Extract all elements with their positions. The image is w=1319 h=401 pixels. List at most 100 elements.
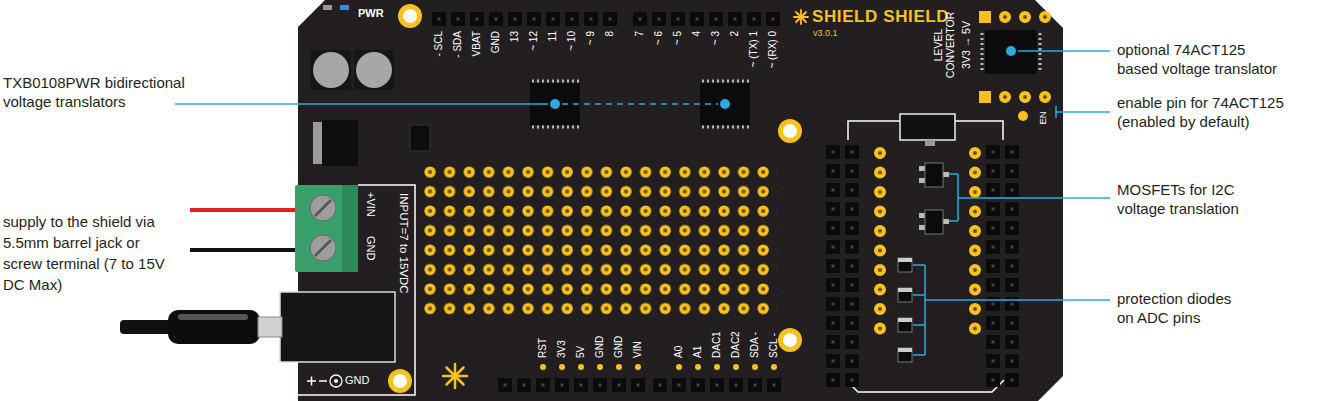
pin-pads — [1005, 91, 1046, 103]
screw-slot — [315, 200, 331, 216]
pad-holes — [878, 153, 882, 337]
pad-holes — [1005, 95, 1046, 99]
pin-label: ~ 6 — [653, 31, 665, 93]
black-wire — [190, 248, 296, 252]
pin-label: 13 — [509, 31, 521, 93]
screw-terminal — [295, 185, 358, 272]
logo-star — [443, 364, 467, 388]
terminal-label: GND — [364, 236, 377, 272]
leader-line — [1056, 111, 1110, 113]
callout-text: MOSFETs for I2C voltage translation — [1117, 180, 1267, 218]
pin-label: EN — [1037, 107, 1048, 129]
pin-label: 7 — [634, 31, 646, 93]
pad-holes — [1005, 15, 1046, 19]
component — [410, 125, 430, 151]
pin-pads — [969, 153, 981, 337]
leader-dot — [720, 99, 730, 109]
power-cable — [120, 320, 174, 334]
mosfet-pin — [919, 178, 925, 183]
barrel-jack — [280, 292, 395, 362]
pin-pads — [1005, 11, 1046, 23]
mosfet — [925, 210, 943, 234]
leader-line — [925, 299, 1110, 301]
enable-pad — [1018, 111, 1028, 121]
diode-band — [898, 348, 912, 352]
terminal-label: +VIN — [364, 192, 377, 234]
resistor-tab — [925, 140, 935, 146]
diode — [898, 258, 912, 272]
mounting-hole-drill — [783, 333, 797, 347]
pin-holes — [851, 151, 854, 393]
pin-holes — [504, 384, 651, 387]
polarity-label: GND — [345, 374, 385, 387]
plug-sleeve — [258, 317, 282, 337]
logo-star — [794, 10, 808, 24]
red-wire — [190, 208, 296, 212]
pin-pads — [679, 364, 776, 370]
pin-label: ~ 5 — [672, 31, 684, 93]
plug-highlight — [178, 314, 248, 320]
mounting-hole — [778, 119, 802, 143]
leader-lines — [175, 51, 1110, 355]
diode-band — [898, 288, 912, 292]
pin-holes — [832, 151, 835, 393]
input-rating: INPUT=7 to 15VDC — [397, 193, 411, 343]
mounting-hole-drill — [403, 9, 417, 23]
callout-text: TXB0108PWR bidirectional voltage transla… — [3, 73, 218, 111]
pin-pads — [874, 153, 886, 337]
leader-line — [913, 324, 925, 326]
pin-label: ~ (TX) 1 — [748, 31, 760, 93]
chip-pins — [702, 80, 749, 83]
leader-line — [924, 265, 926, 355]
pin-holes — [1011, 151, 1014, 393]
diode-band — [898, 318, 912, 322]
pin-label: GND — [594, 310, 606, 358]
leader-dot — [1006, 46, 1016, 56]
pin-label: - SDA — [452, 31, 464, 93]
callout-text: supply to the shield via 5.5mm barrel ja… — [3, 211, 179, 295]
capacitor-base — [311, 50, 351, 90]
regulator — [322, 120, 358, 166]
pin-label: A0 — [673, 310, 685, 358]
chip-pins — [981, 33, 984, 73]
pin-label: RST — [537, 310, 549, 358]
pin-label: A1 — [692, 310, 704, 358]
pin-holes — [992, 151, 995, 393]
polarity-plus — [311, 377, 313, 386]
pin-label: 5V — [575, 310, 587, 358]
capacitor — [356, 52, 392, 88]
square-pad — [979, 11, 991, 23]
mounting-hole — [388, 369, 412, 393]
pin-label: ~ 12 — [528, 31, 540, 93]
pin-label: DAC2 — [730, 310, 742, 358]
pin-label: - SCL — [433, 31, 445, 93]
mosfet-pin — [943, 172, 949, 177]
pin-header — [633, 12, 785, 26]
board-outline — [846, 380, 1004, 392]
pin-label: 3V3 — [556, 310, 568, 358]
leader-line — [913, 264, 925, 266]
diode — [898, 348, 912, 362]
pin-header — [498, 378, 650, 392]
pin-label: ~ 3 — [710, 31, 722, 93]
leader-line — [562, 103, 718, 105]
pin-header — [653, 378, 786, 392]
pin-holes — [639, 18, 786, 21]
mosfet-pin — [919, 213, 925, 218]
pin-header — [826, 145, 840, 392]
leader-dot — [550, 99, 560, 109]
mosfet-pin — [943, 219, 949, 224]
mounting-hole — [398, 4, 422, 28]
terminal-screw — [310, 235, 336, 261]
pin-label: ~ 10 — [566, 31, 578, 93]
mounting-hole — [778, 328, 802, 352]
74act125-chip — [985, 30, 1037, 74]
pin-label: 11 — [547, 31, 559, 93]
leader-line — [913, 354, 925, 356]
capacitor-base — [354, 50, 394, 90]
diode — [898, 288, 912, 302]
mosfet — [925, 163, 943, 187]
pin-label: SCL - — [768, 310, 780, 358]
leader-line — [175, 103, 548, 105]
pin-header — [986, 145, 1000, 392]
